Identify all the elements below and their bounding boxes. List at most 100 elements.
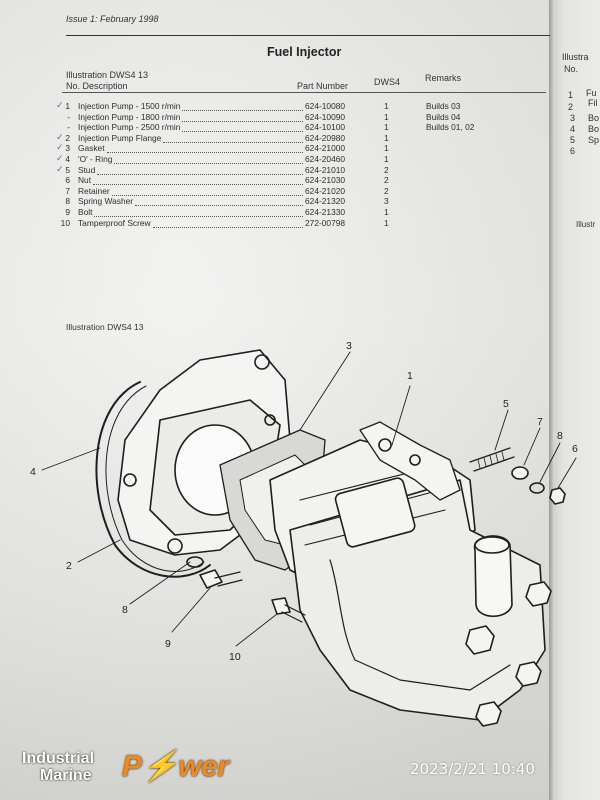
flange-hole: [123, 473, 137, 487]
check-mark: ✓: [56, 100, 64, 110]
screw-shank: [281, 604, 306, 623]
leader-dots: [153, 218, 303, 228]
spring-washer: [186, 556, 204, 568]
leader-dots: [182, 101, 303, 111]
book-gutter: [549, 0, 553, 800]
pump-detail: [329, 559, 511, 691]
bolt: [199, 569, 223, 589]
o-ring: [95, 381, 211, 578]
check-mark: ✓: [56, 142, 64, 153]
quantity: 1: [384, 207, 389, 217]
callout-2: 2: [66, 560, 72, 572]
end-nut: [465, 625, 495, 655]
quantity: 2: [384, 185, 389, 196]
leader-dots: [112, 186, 303, 196]
leader-dots: [182, 122, 303, 133]
issue-date: Issue 1: February 1998: [66, 14, 159, 24]
item-number: 6: [65, 175, 70, 186]
right-page-text: Illustr: [576, 220, 596, 229]
callout-8: 8: [557, 430, 563, 442]
leader-line: [171, 587, 211, 633]
item-description: Bolt: [78, 207, 93, 217]
part-number-header: Part Number: [297, 81, 349, 91]
qty-header: DWS4: [374, 77, 401, 87]
part-number: 624-20460: [305, 154, 346, 164]
item-description: Gasket: [78, 143, 105, 154]
quantity: 1: [384, 154, 389, 164]
item-description: Injection Pump - 1500 r/min: [78, 101, 181, 111]
leader-line: [557, 457, 577, 489]
header-underline: [62, 92, 546, 93]
item-number: 4: [65, 154, 70, 164]
leader-line: [391, 385, 411, 446]
flange-hole: [254, 354, 270, 370]
callout-10: 10: [229, 651, 241, 663]
quantity: 2: [384, 164, 389, 175]
item-number: -: [67, 122, 70, 133]
spring-washer: [529, 482, 545, 494]
flange-hole: [167, 538, 183, 554]
stud-thread: [477, 451, 505, 469]
quantity: 1: [384, 101, 389, 111]
item-description: Nut: [78, 175, 92, 186]
watermark-line2: Marine: [40, 767, 92, 784]
part-number: 624-10080: [305, 101, 346, 111]
tamperproof-screw: [271, 597, 291, 615]
quantity: 1: [384, 122, 389, 133]
right-page-text: 2: [568, 102, 574, 112]
callout-8-bolt: 8: [122, 604, 128, 616]
leader-line: [235, 613, 278, 647]
item-number: 7: [65, 185, 70, 196]
callout-3: 3: [346, 340, 352, 352]
remarks: Builds 01, 02: [426, 122, 475, 133]
right-page-text: 3: [570, 113, 576, 123]
callout-7: 7: [537, 416, 543, 428]
photo-timestamp: 2023/2/21 10:40: [410, 760, 535, 778]
item-number: 2: [65, 132, 70, 143]
callout-4: 4: [30, 466, 36, 478]
item-description: Injection Pump - 2500 r/min: [78, 122, 181, 133]
part-number: 624-21020: [305, 185, 346, 196]
watermark-line1: Industrial: [22, 750, 95, 767]
leader-dots: [163, 133, 303, 143]
quantity: 2: [384, 175, 389, 186]
leader-dots: [93, 175, 303, 186]
item-number: 1: [65, 101, 70, 111]
quantity: 1: [384, 217, 389, 228]
right-page-text: 4: [570, 124, 576, 134]
bolt-shank: [214, 571, 243, 587]
item-number: 3: [65, 143, 70, 154]
retainer: [511, 466, 529, 480]
end-nut: [525, 581, 552, 607]
header-rule: [66, 35, 550, 36]
illustration-header: Illustration DWS4 13: [66, 70, 149, 80]
parts-row: 6 Nut 624-21030 2: [56, 175, 526, 186]
leader-line: [129, 561, 191, 605]
exploded-diagram: [41, 349, 577, 727]
right-page-text: Bo: [588, 113, 600, 123]
part-number: 624-21030: [305, 175, 346, 186]
part-number: 624-10090: [305, 111, 346, 122]
end-nut: [515, 661, 542, 687]
end-nut: [475, 701, 502, 727]
leader-line: [539, 442, 561, 483]
watermark-brand: P⚡wer: [122, 750, 229, 783]
no-description-header: No. Description: [66, 81, 128, 91]
item-description: Stud: [78, 164, 96, 175]
part-number: 624-21010: [305, 164, 346, 175]
quantity: 3: [384, 196, 389, 207]
item-number: 5: [65, 164, 70, 175]
right-page-text: Bo: [588, 124, 600, 134]
part-number: 624-21330: [305, 207, 346, 217]
leader-dots: [114, 154, 303, 164]
item-number: 8: [65, 196, 70, 207]
right-page-text: Illustra: [562, 52, 589, 62]
